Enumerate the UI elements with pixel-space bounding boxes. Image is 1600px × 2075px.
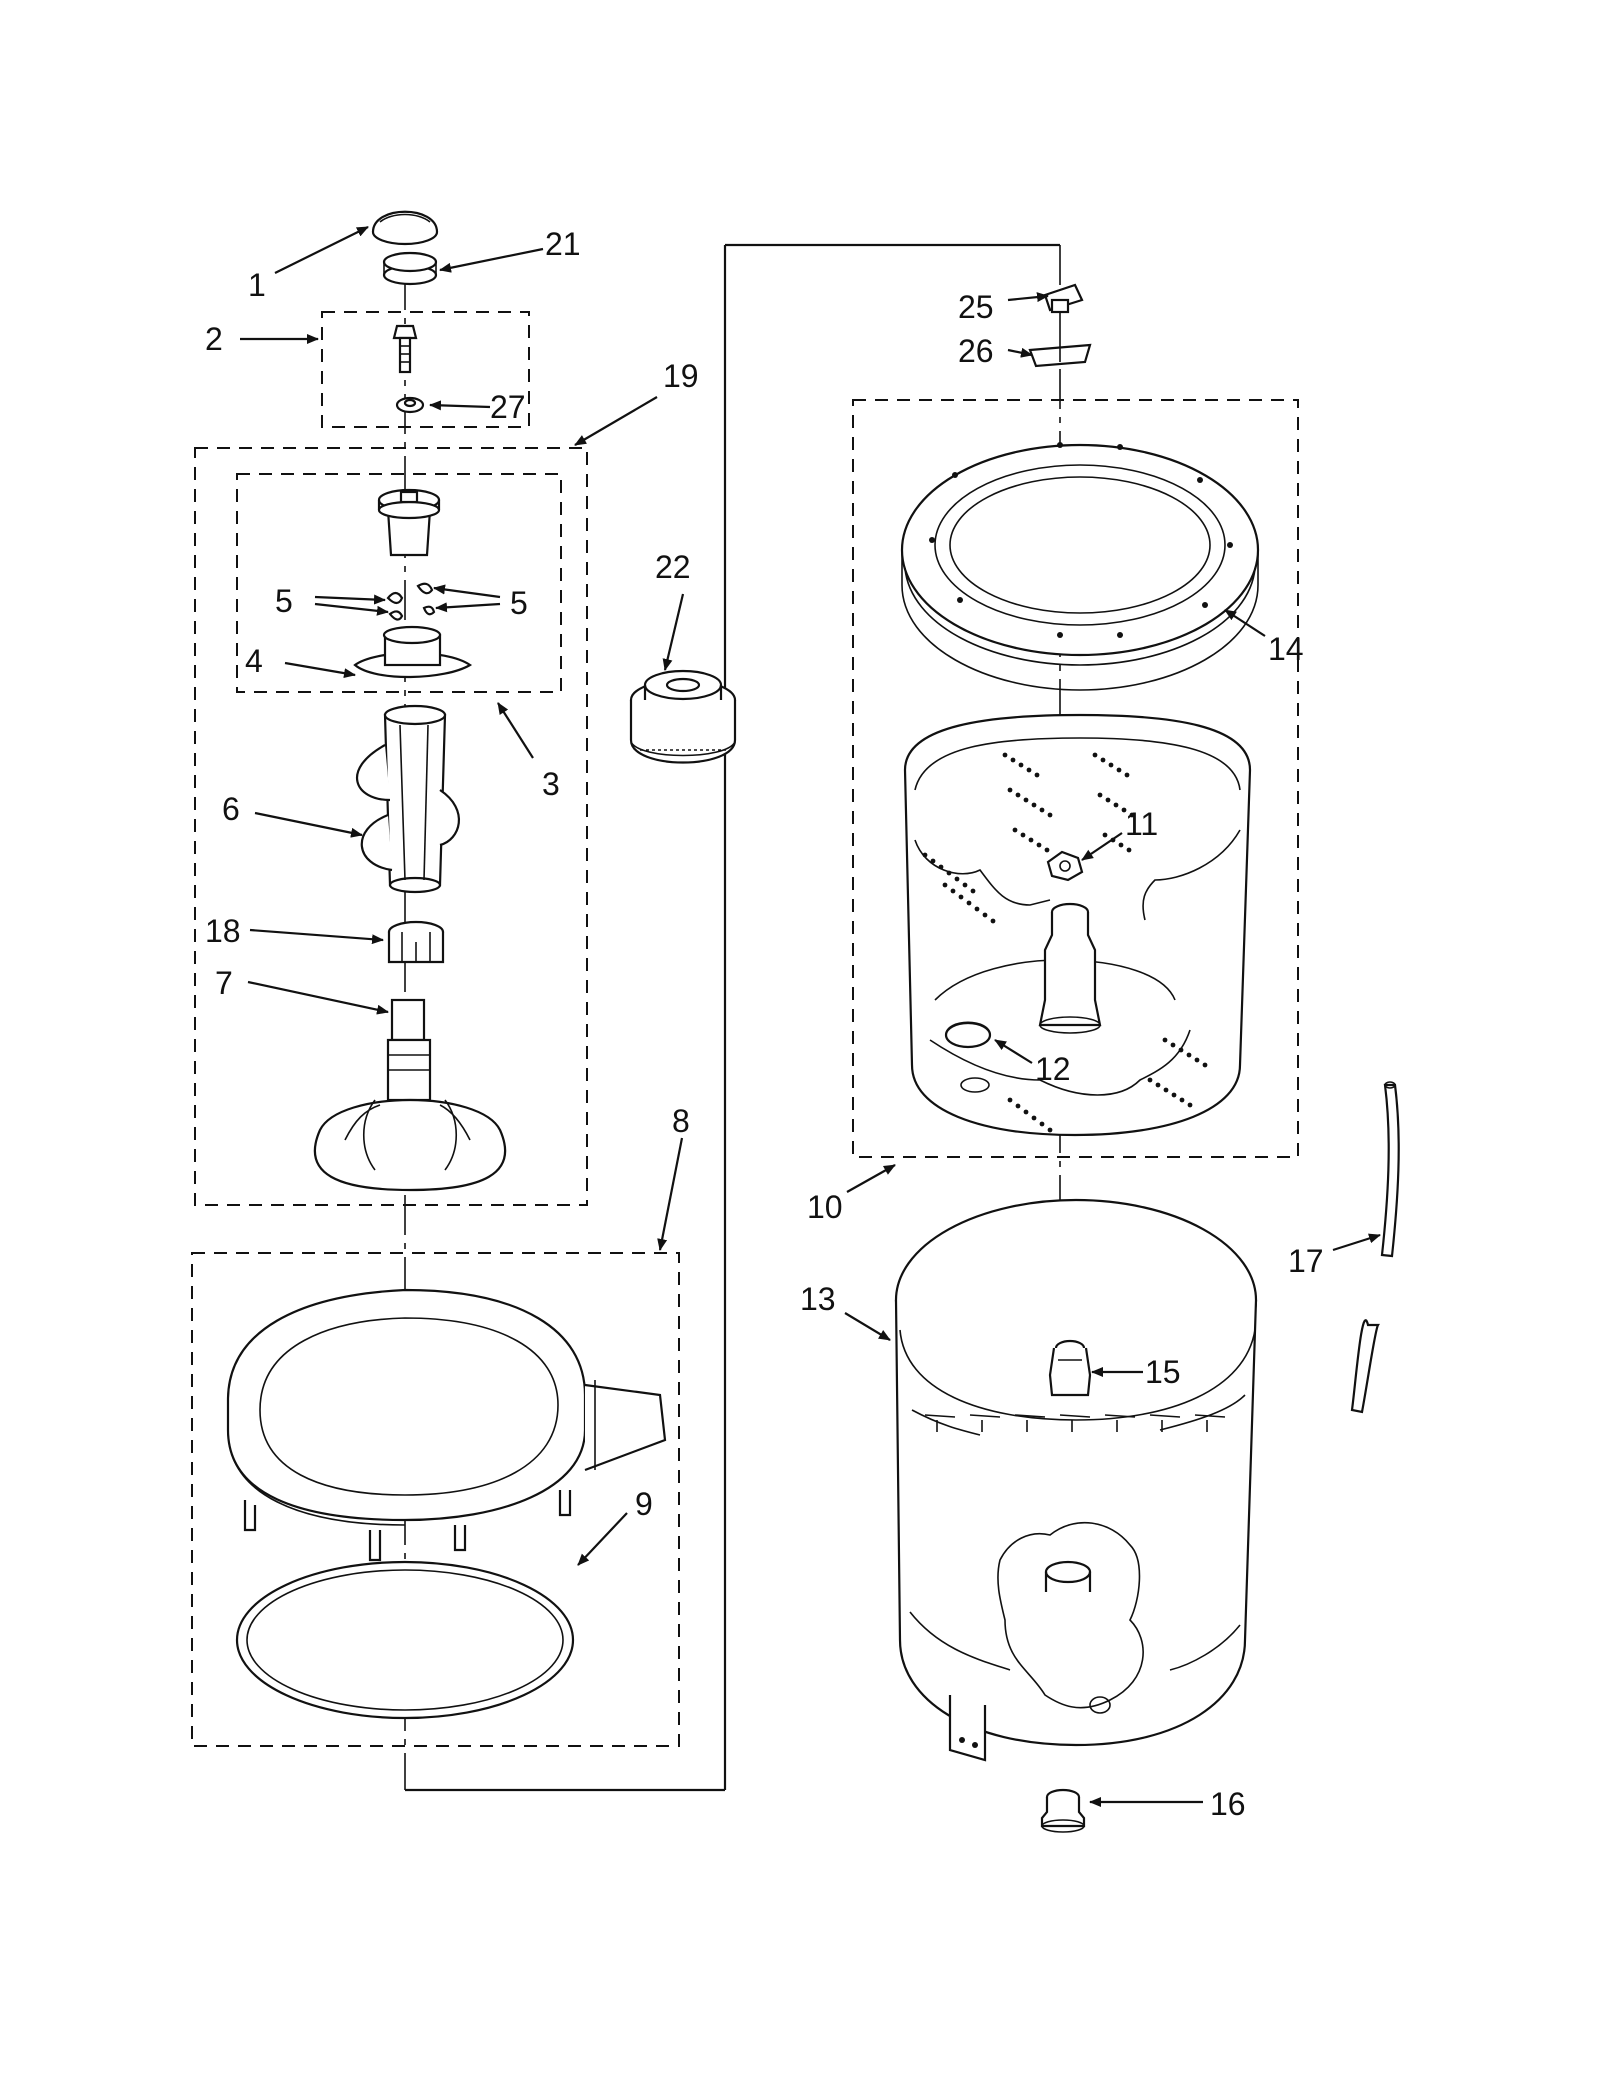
- callout-8: 8: [672, 1103, 690, 1139]
- callout-labels: 1 21 2 27 19 5 5 4 3 22 6 18 7 8 9 25 26…: [205, 226, 1324, 1822]
- part-7-agitator-base: [313, 998, 507, 1192]
- part-22-bearing: [629, 669, 737, 764]
- part-4-seal: [353, 625, 473, 679]
- basket-perforations: [922, 752, 1208, 1133]
- callout-7: 7: [215, 965, 233, 1001]
- callout-5-right: 5: [510, 585, 528, 621]
- callout-arrows: [240, 226, 1381, 1807]
- group-box-19: [194, 447, 588, 1206]
- part-17-hose: [1350, 1081, 1400, 1414]
- callout-15: 15: [1145, 1354, 1181, 1390]
- callout-5-left: 5: [275, 583, 293, 619]
- part-15-seal: [1048, 1339, 1092, 1397]
- part-2-bolt: [392, 324, 418, 374]
- group-box-2: [321, 311, 530, 428]
- part-26-clip: [1028, 343, 1092, 368]
- callout-3: 3: [542, 766, 560, 802]
- callout-17: 17: [1288, 1243, 1324, 1279]
- part-11-nut: [1046, 850, 1084, 882]
- part-27-washer: [395, 396, 425, 414]
- part-21-ring: [382, 251, 438, 286]
- callout-4: 4: [245, 643, 263, 679]
- callout-1: 1: [248, 267, 266, 303]
- callout-14: 14: [1268, 631, 1304, 667]
- callout-27: 27: [490, 389, 526, 425]
- callout-10: 10: [807, 1189, 843, 1225]
- callout-11: 11: [1125, 806, 1158, 842]
- part-14-balance-ring: [900, 442, 1260, 691]
- callout-21: 21: [545, 226, 581, 262]
- callout-12: 12: [1035, 1051, 1071, 1087]
- callout-13: 13: [800, 1281, 836, 1317]
- callout-22: 22: [655, 549, 691, 585]
- callout-6: 6: [222, 791, 240, 827]
- callout-18: 18: [205, 913, 241, 949]
- group-box-8: [191, 1252, 680, 1747]
- basket-hub: [1038, 902, 1102, 1034]
- part-6-auger: [355, 704, 460, 894]
- callout-25: 25: [958, 289, 994, 325]
- part-9-gasket: [235, 1560, 575, 1720]
- part-8-tub-ring: [226, 1288, 667, 1562]
- callout-26: 26: [958, 333, 994, 369]
- group-box-10: [852, 399, 1299, 1158]
- callout-2: 2: [205, 321, 223, 357]
- part-18-clutch: [387, 920, 445, 964]
- part-16-plug: [1040, 1788, 1086, 1833]
- part-12-plug: [944, 1021, 992, 1093]
- callout-16: 16: [1210, 1786, 1246, 1822]
- part-5-agitator-dogs: [386, 582, 436, 621]
- group-box-3: [236, 473, 562, 693]
- part-25-retainer: [1043, 283, 1084, 314]
- part-13-outer-tub: [894, 1198, 1258, 1762]
- callout-19: 19: [663, 358, 699, 394]
- callout-9: 9: [635, 1486, 653, 1522]
- part-1-cap: [371, 210, 439, 246]
- part-3-agitator-cam: [377, 488, 441, 557]
